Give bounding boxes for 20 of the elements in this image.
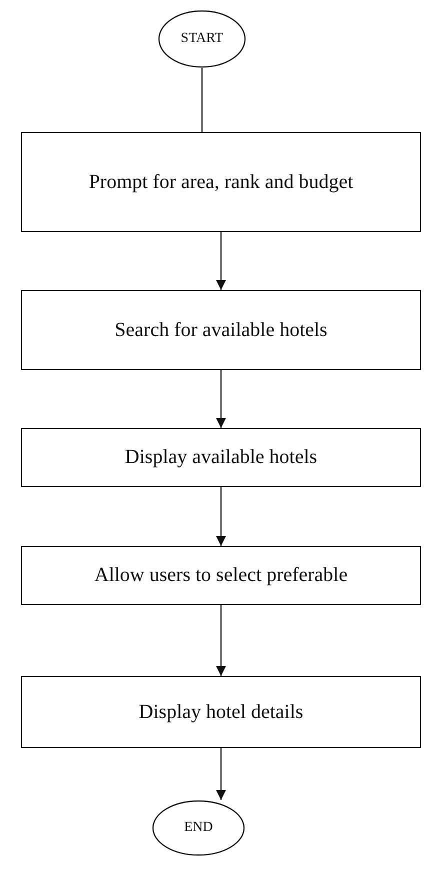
arrow <box>216 487 226 546</box>
node-label: Prompt for area, rank and budget <box>88 170 354 194</box>
node-label: START <box>180 31 224 47</box>
process-box <box>21 428 421 487</box>
terminal-oval <box>158 10 246 68</box>
arrow <box>216 232 226 290</box>
arrow <box>216 605 226 676</box>
node-label: Display available hotels <box>124 446 318 469</box>
process-box <box>21 290 421 370</box>
node-label: Search for available hotels <box>114 318 328 342</box>
node-label: END <box>184 820 213 836</box>
process-box <box>21 676 421 748</box>
terminal-oval <box>152 800 245 856</box>
process-box <box>21 132 421 232</box>
arrow <box>216 748 226 800</box>
connector-line <box>201 68 203 132</box>
arrow <box>216 370 226 428</box>
node-label: Display hotel details <box>138 700 304 724</box>
process-box <box>21 546 421 605</box>
node-label: Allow users to select preferable <box>94 564 348 587</box>
